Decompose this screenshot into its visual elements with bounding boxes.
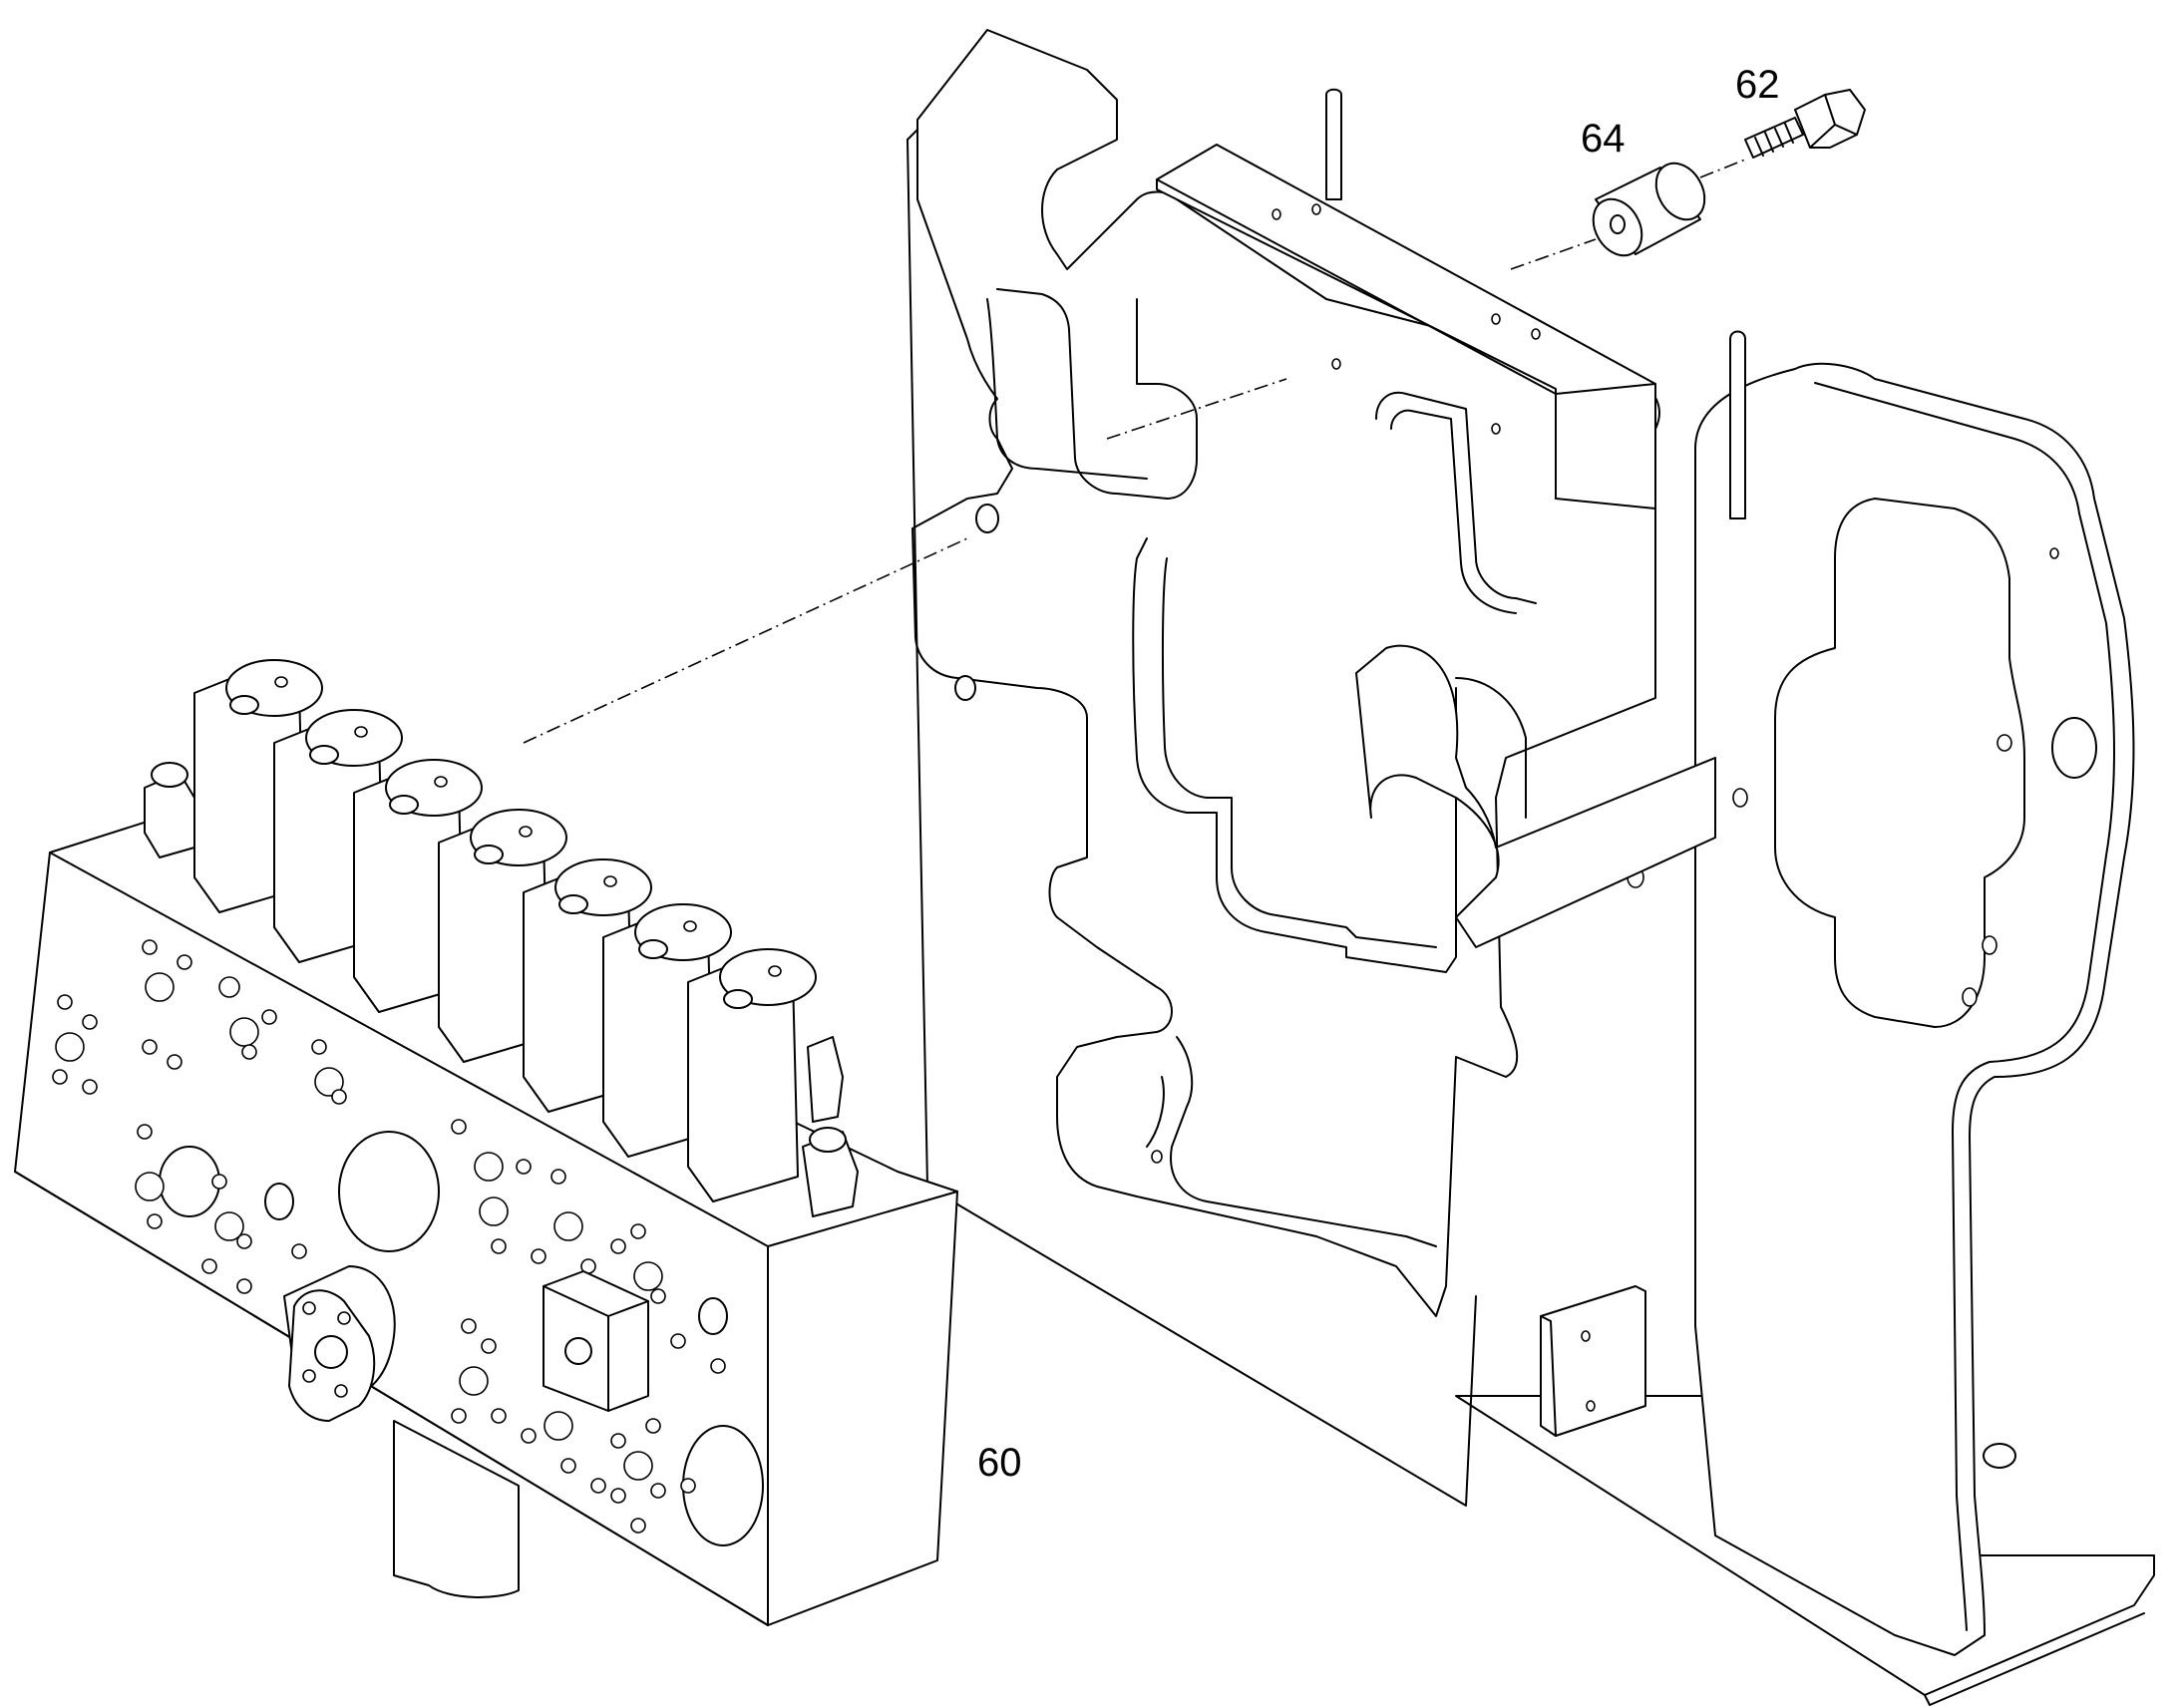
bolt-part-62 <box>1744 89 1866 159</box>
spacer-part-64 <box>1592 162 1706 257</box>
callout-bolt: 62 <box>1735 63 1780 107</box>
small-ports <box>52 939 726 1534</box>
callout-valve-block: 60 <box>977 1441 1022 1485</box>
callout-spacer: 64 <box>1581 117 1626 161</box>
assembly-center-lines <box>523 159 1746 744</box>
valve-block-part-60 <box>14 659 958 1626</box>
solenoid-coils <box>193 659 817 1202</box>
mounting-bracket <box>907 29 2155 1706</box>
